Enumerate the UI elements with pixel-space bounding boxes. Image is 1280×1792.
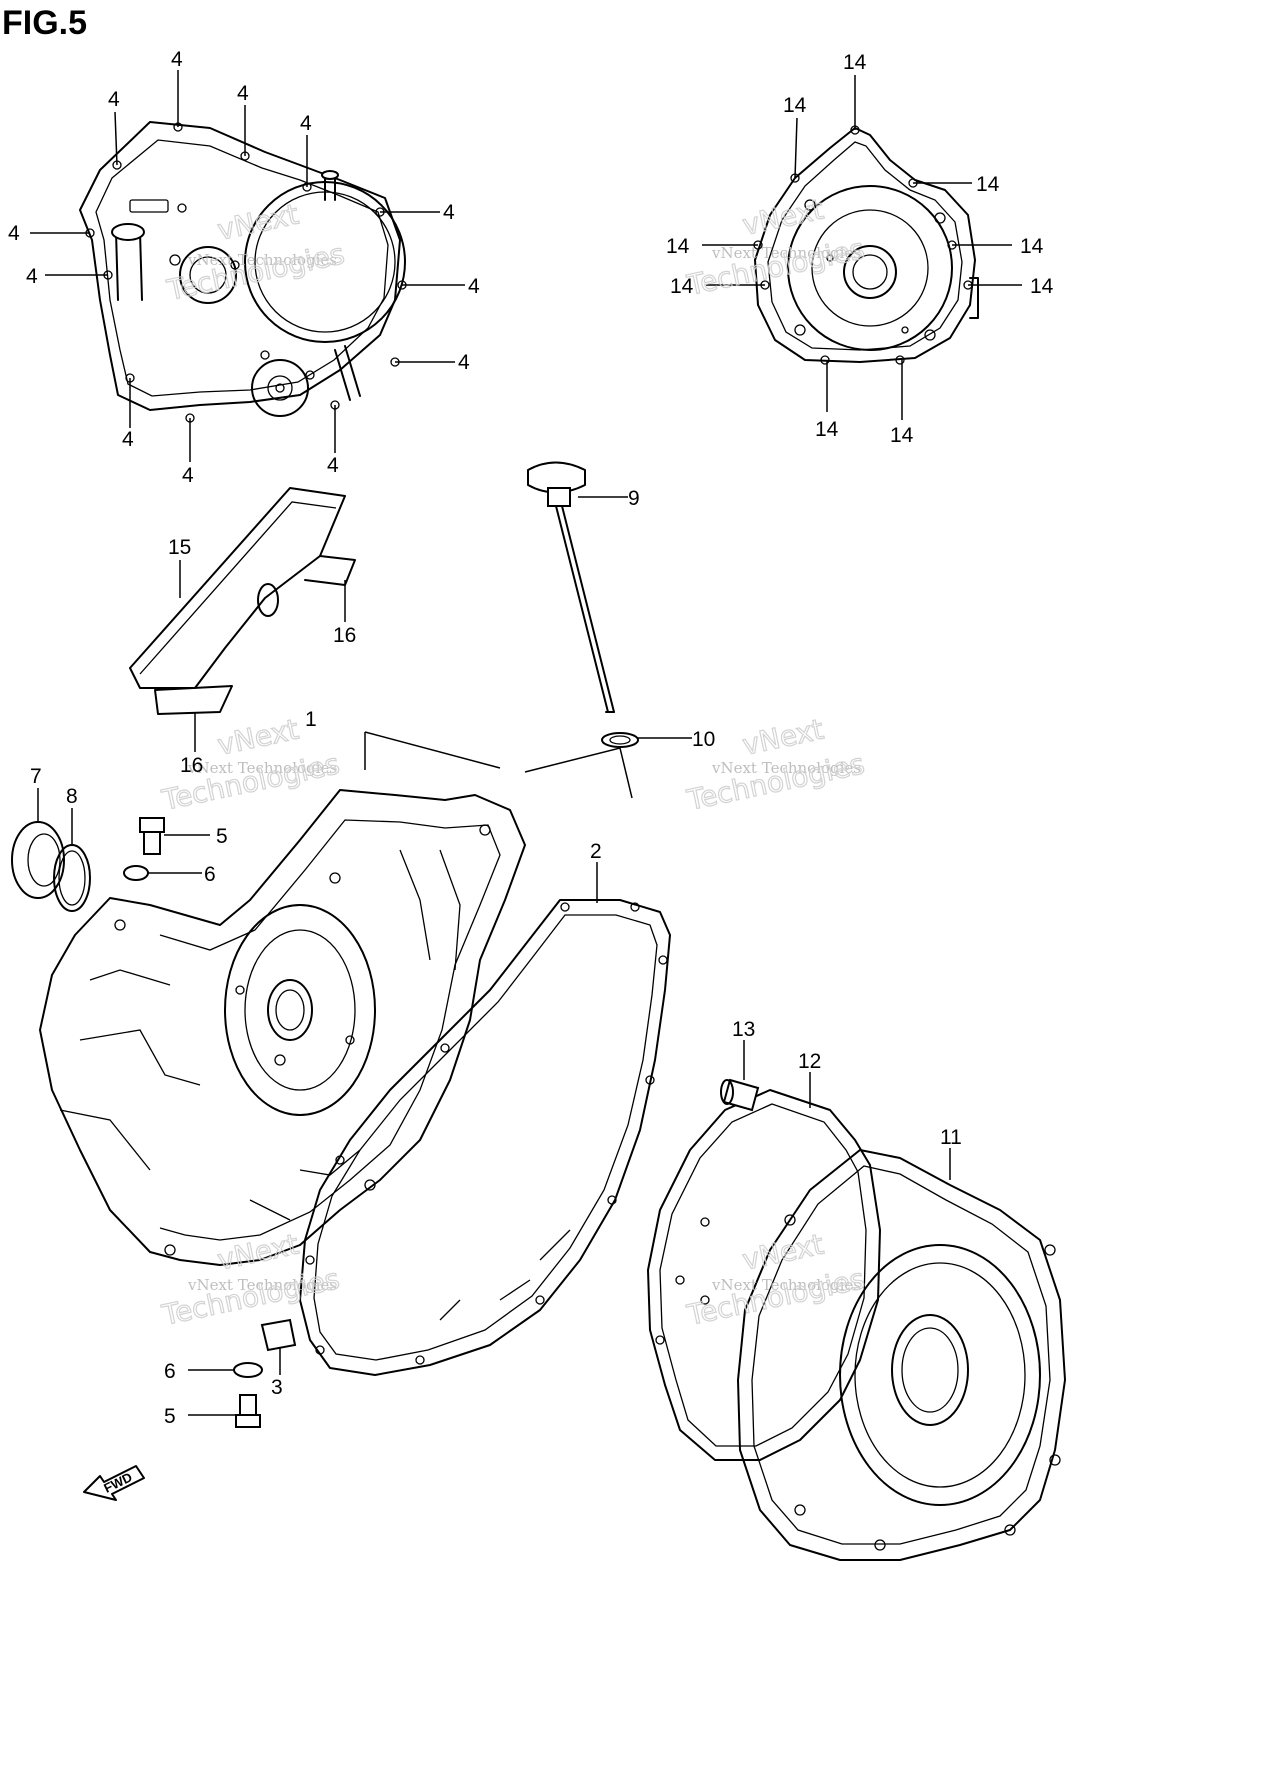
- dowel-13-drawing: [720, 1078, 760, 1112]
- watermark-text: Technologies: [684, 232, 868, 302]
- watermark-text: vNext: [740, 713, 827, 762]
- watermark-text: vNext: [215, 713, 302, 762]
- callout-1: 1: [305, 708, 317, 731]
- bolt-lower-drawing: [233, 1318, 297, 1428]
- watermark-text: vNext: [215, 198, 302, 247]
- callout-14: 14: [890, 424, 914, 447]
- dipstick-drawing: [527, 461, 639, 748]
- callout-labels: 4 4 4 4 4 4 4 4 4 4 4 4 14 14 14 14 14 1…: [8, 48, 1054, 1428]
- callout-5: 5: [216, 825, 228, 848]
- callout-5: 5: [164, 1405, 176, 1428]
- callout-4: 4: [26, 265, 38, 288]
- watermark-text: vNext Technologies: [187, 1276, 337, 1294]
- callout-8: 8: [66, 785, 78, 808]
- callout-14: 14: [1020, 235, 1044, 258]
- part-7-8-leaders: [37, 788, 73, 846]
- watermark-text: Technologies: [164, 237, 348, 307]
- part-11-12-13-leaders: [743, 1040, 951, 1180]
- callout-4: 4: [8, 222, 20, 245]
- callout-6: 6: [164, 1360, 176, 1383]
- generator-case-cover-drawing: [737, 1149, 1066, 1561]
- crankcase-drawing: [39, 789, 526, 1266]
- gasket-12-drawing: [647, 1089, 881, 1461]
- watermark-text: vNext Technologies: [711, 759, 861, 777]
- part-4-leaders: [30, 70, 465, 462]
- watermark-text: vNext Technologies: [711, 244, 861, 262]
- gasket-2-drawing: [299, 899, 671, 1376]
- callout-14: 14: [976, 173, 1000, 196]
- watermark-text: vNext: [740, 1228, 827, 1277]
- callout-6: 6: [204, 863, 216, 886]
- callout-4: 4: [122, 428, 134, 451]
- part-9-10-leaders: [578, 496, 692, 739]
- part-5-6-upper-leaders: [148, 834, 210, 874]
- callout-11: 11: [940, 1126, 962, 1149]
- callout-3: 3: [271, 1376, 283, 1399]
- callout-4: 4: [443, 201, 455, 224]
- chain-guide-drawing: [129, 487, 356, 715]
- clutch-cover-drawing: [79, 121, 406, 417]
- callout-4: 4: [468, 275, 480, 298]
- watermark-text: Technologies: [684, 747, 868, 817]
- callout-4: 4: [108, 88, 120, 111]
- callout-4: 4: [458, 351, 470, 374]
- callout-9: 9: [628, 487, 640, 510]
- bolt-upper-drawing: [123, 817, 165, 881]
- watermark-text: vNext Technologies: [711, 1276, 861, 1294]
- watermark-text: vNext Technologies: [187, 759, 337, 777]
- callout-16: 16: [180, 754, 203, 777]
- callout-4: 4: [327, 454, 339, 477]
- watermark-text: Technologies: [159, 1262, 343, 1332]
- oil-seal-drawing: [11, 821, 91, 912]
- callout-16: 16: [333, 624, 356, 647]
- callout-15: 15: [168, 536, 191, 559]
- part-3-5-6-lower-leaders: [188, 1348, 281, 1416]
- callout-14: 14: [815, 418, 839, 441]
- callout-10: 10: [692, 728, 715, 751]
- callout-14: 14: [843, 51, 867, 74]
- alignment-lines: [364, 731, 633, 799]
- callout-2: 2: [590, 840, 602, 863]
- part-15-16-leaders: [179, 560, 346, 752]
- callout-4: 4: [182, 464, 194, 487]
- callout-4: 4: [237, 82, 249, 105]
- callout-13: 13: [732, 1018, 755, 1041]
- watermark-text: vNext: [740, 193, 827, 242]
- callout-14: 14: [1030, 275, 1054, 298]
- part-14-leaders: [702, 75, 1022, 420]
- callout-4: 4: [300, 112, 312, 135]
- watermark-text: Technologies: [684, 1262, 868, 1332]
- callout-7: 7: [30, 765, 42, 788]
- fwd-arrow: FWD: [83, 1465, 145, 1501]
- callout-4: 4: [171, 48, 183, 71]
- figure-title: FIG.5: [2, 4, 87, 42]
- callout-14: 14: [783, 94, 807, 117]
- watermark-text: vNext: [215, 1228, 302, 1277]
- callout-14: 14: [670, 275, 694, 298]
- callout-14: 14: [666, 235, 690, 258]
- watermark-text: vNext Technologies: [187, 251, 337, 269]
- callout-12: 12: [798, 1050, 821, 1073]
